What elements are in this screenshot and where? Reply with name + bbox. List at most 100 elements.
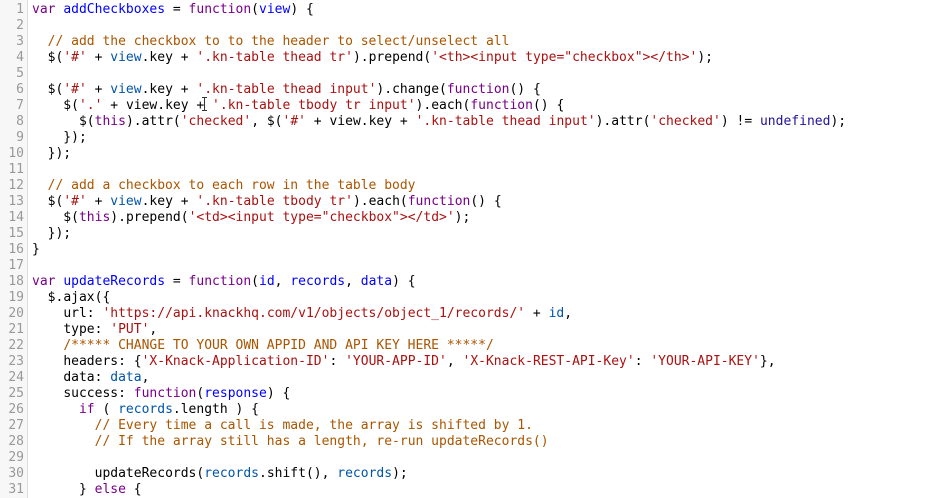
code-token: '.kn-table tbody tr input' (212, 98, 416, 113)
code-token: . (141, 194, 150, 209)
code-token: }); (32, 146, 72, 161)
code-token: addCheckboxes (63, 2, 166, 17)
code-text: // If the array still has a length, re-r… (32, 434, 549, 450)
code-line[interactable]: 16} (0, 242, 943, 258)
line-number: 26 (8, 402, 24, 417)
code-line[interactable]: 12 // add a checkbox to each row in the … (0, 178, 943, 194)
code-token: '#' (63, 82, 87, 97)
code-line[interactable]: 20 url: 'https://api.knackhq.com/v1/obje… (0, 306, 943, 322)
line-number: 31 (8, 482, 24, 497)
code-line[interactable]: 3 // add the checkbox to to the header t… (0, 34, 943, 50)
code-text: // Every time a call is made, the array … (32, 418, 533, 434)
code-token: key (165, 98, 189, 113)
code-line[interactable]: 22 /***** CHANGE TO YOUR OWN APPID AND A… (0, 338, 943, 354)
code-token: + (86, 82, 111, 97)
code-token: view (125, 98, 158, 113)
code-text: url: 'https://api.knackhq.com/v1/objects… (32, 306, 572, 322)
code-token: key (149, 50, 173, 65)
code-token: (), (305, 466, 338, 481)
code-token: prepend (368, 50, 424, 65)
code-token: + (86, 50, 111, 65)
code-token: 'https://api.knackhq.com/v1/objects/obje… (102, 306, 526, 321)
code-line[interactable]: 29 (0, 450, 943, 466)
code-token: '#' (282, 114, 306, 129)
code-token: view (110, 50, 142, 65)
code-token: ). (415, 98, 432, 113)
code-token: function (446, 82, 510, 97)
code-line[interactable]: 2 (0, 18, 943, 34)
code-line[interactable]: 19 $.ajax({ (0, 290, 943, 306)
code-token (32, 386, 63, 401)
code-line[interactable]: 5 (0, 66, 943, 82)
code-token (32, 434, 95, 449)
code-text: $(this).attr('checked', $('#' + view.key… (32, 114, 846, 130)
code-token: . (259, 466, 267, 481)
code-token: '.kn-table thead input' (196, 82, 377, 97)
code-line[interactable]: 21 type: 'PUT', (0, 322, 943, 338)
line-number: 18 (8, 274, 24, 289)
code-token: function (133, 386, 197, 401)
code-line[interactable]: 9 }); (0, 130, 943, 146)
code-line[interactable]: 25 success: function(response) { (0, 386, 943, 402)
code-token: ( (172, 114, 181, 129)
code-token: ). (352, 194, 369, 209)
code-line[interactable]: 17 (0, 258, 943, 274)
code-line[interactable]: 31 } else { (0, 482, 943, 498)
code-token: 'X-Knack-REST-API-Key' (462, 354, 635, 369)
code-text: updateRecords(records.shift(), records); (32, 466, 408, 482)
code-token: ( (399, 194, 408, 209)
code-text: $('#' + view.key + '.kn-table thead inpu… (32, 82, 541, 98)
code-line[interactable]: 10 }); (0, 146, 943, 162)
code-line[interactable]: 11 (0, 162, 943, 178)
code-token: , (446, 354, 463, 369)
code-token: length (180, 402, 228, 417)
code-line[interactable]: 14 $(this).prepend('<td><input type="che… (0, 210, 943, 226)
code-token: '.kn-table thead input' (415, 114, 596, 129)
code-token: '#' (63, 50, 87, 65)
code-token: = (165, 2, 189, 17)
code-token: each (431, 98, 463, 113)
code-token: /***** CHANGE TO YOUR OWN APPID AND API … (63, 338, 494, 353)
code-token: var (32, 2, 56, 17)
code-token (32, 34, 48, 49)
code-token: headers (63, 354, 119, 369)
code-text: $('.' + view.key + '.kn-table tbody tr i… (32, 98, 564, 114)
code-token: records (337, 466, 393, 481)
line-number: 24 (8, 370, 24, 385)
code-token: , $( (251, 114, 283, 129)
line-number: 15 (8, 226, 24, 241)
code-token: $( (32, 50, 64, 65)
code-token (32, 402, 79, 417)
code-line[interactable]: 30 updateRecords(records.shift(), record… (0, 466, 943, 482)
code-line[interactable]: 7 $('.' + view.key + '.kn-table tbody tr… (0, 98, 943, 114)
code-token: . (172, 402, 181, 417)
code-token: : (94, 370, 111, 385)
code-token: ( (251, 2, 259, 17)
code-token: , (274, 274, 291, 289)
code-line[interactable]: 6 $('#' + view.key + '.kn-table thead in… (0, 82, 943, 98)
code-token: key (149, 194, 173, 209)
code-line[interactable]: 24 data: data, (0, 370, 943, 386)
code-line[interactable]: 28 // If the array still has a length, r… (0, 434, 943, 450)
code-text: /***** CHANGE TO YOUR OWN APPID AND API … (32, 338, 494, 354)
code-line[interactable]: 15 }); (0, 226, 943, 242)
code-line[interactable]: 26 if ( records.length ) { (0, 402, 943, 418)
code-token: '.' (78, 98, 103, 113)
code-line[interactable]: 4 $('#' + view.key + '.kn-table thead tr… (0, 50, 943, 66)
code-token: () { (470, 194, 502, 209)
code-token: function (188, 2, 252, 17)
code-line[interactable]: 13 $('#' + view.key + '.kn-table tbody t… (0, 194, 943, 210)
code-line[interactable]: 8 $(this).attr('checked', $('#' + view.k… (0, 114, 943, 130)
code-token: () { (509, 82, 541, 97)
code-token: $. (32, 290, 64, 305)
code-line[interactable]: 23 headers: {'X-Knack-Application-ID': '… (0, 354, 943, 370)
code-token: '.kn-table tbody tr' (196, 194, 353, 209)
code-token: prepend (125, 210, 181, 225)
code-token (32, 418, 95, 433)
code-line[interactable]: 27 // Every time a call is made, the arr… (0, 418, 943, 434)
code-token (32, 338, 63, 353)
